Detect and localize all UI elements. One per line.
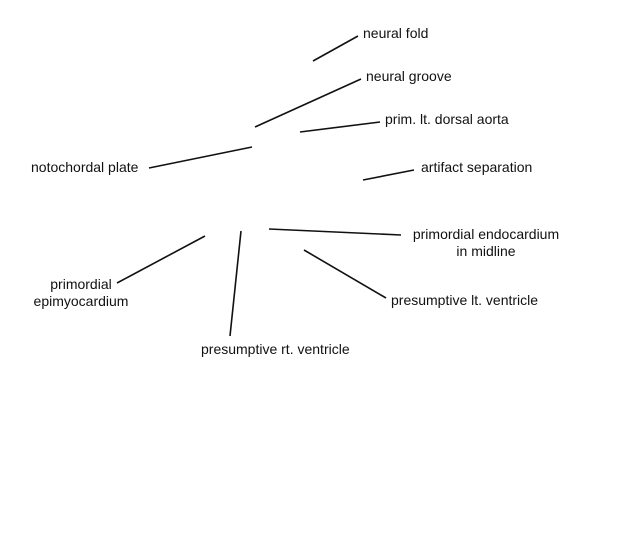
label-notochordal-plate: notochordal plate <box>31 159 139 175</box>
leader-artifact-separation <box>362 169 415 181</box>
leader-neural-groove <box>254 78 362 128</box>
label-presumptive-rt-ventricle: presumptive rt. ventricle <box>201 341 350 357</box>
label-primordial-epimyocardium: primordial epimyocardium <box>26 276 136 310</box>
label-primordial-endocardium: primordial endocardium in midline <box>405 226 567 260</box>
label-prim-lt-dorsal-aorta: prim. lt. dorsal aorta <box>385 111 509 127</box>
label-primordial-endocardium-line-2: in midline <box>456 243 516 259</box>
label-primordial-epimyocardium-line-1: primordial <box>50 276 112 292</box>
leader-primordial-endocardium <box>268 228 402 236</box>
label-artifact-separation: artifact separation <box>421 159 533 175</box>
leader-presumptive-lt-ventricle <box>303 249 387 299</box>
label-neural-fold: neural fold <box>363 25 429 41</box>
label-neural-groove: neural groove <box>366 68 452 84</box>
label-primordial-epimyocardium-line-2: epimyocardium <box>33 293 129 309</box>
leader-neural-fold <box>312 35 359 62</box>
leader-presumptive-rt-ventricle <box>229 230 242 337</box>
leader-primordial-epimyocardium <box>116 235 206 284</box>
leader-prim-lt-dorsal-aorta <box>299 121 381 133</box>
label-presumptive-lt-ventricle: presumptive lt. ventricle <box>391 292 539 308</box>
label-primordial-endocardium-line-1: primordial endocardium <box>412 226 560 242</box>
leader-notochordal-plate <box>148 146 253 169</box>
